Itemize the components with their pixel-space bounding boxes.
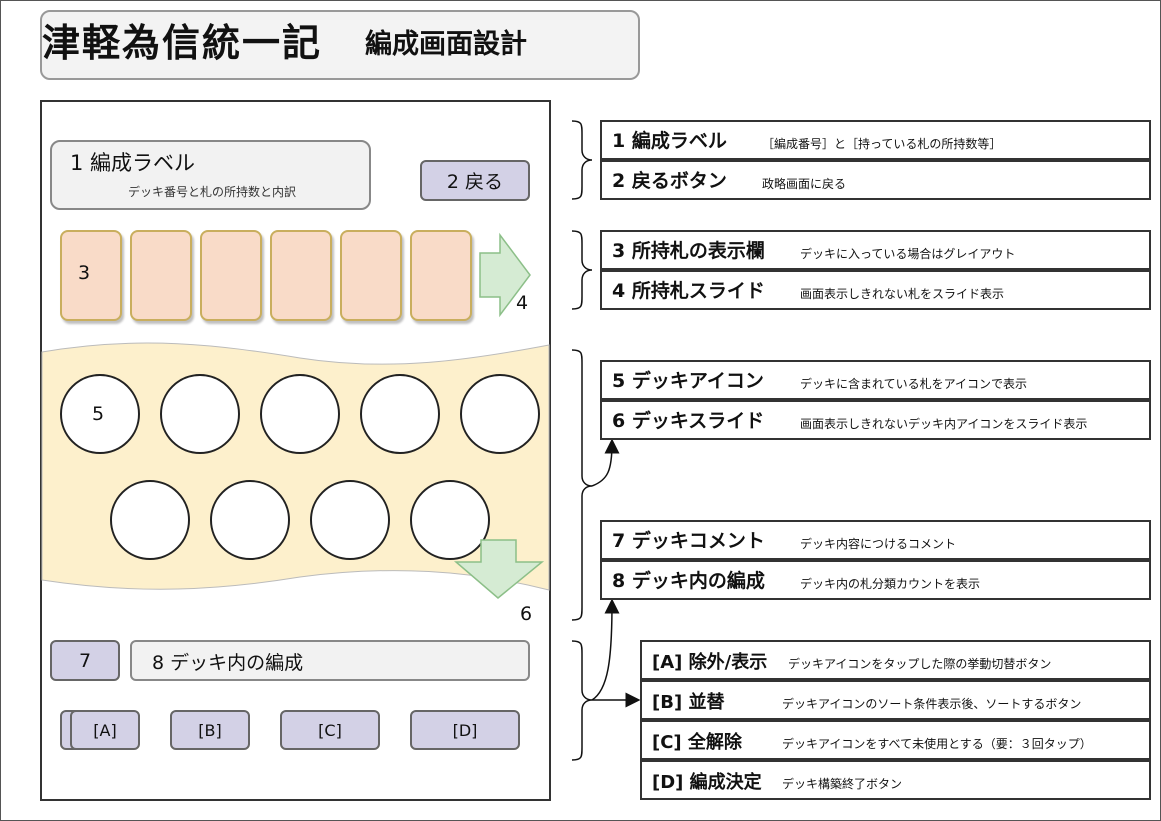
- action-row-d: [D] 編成決定 デッキ構築終了ボタン: [640, 760, 1151, 800]
- legend-desc: デッキ内容につけるコメント: [800, 537, 957, 551]
- page-subtitle: 編成画面設計: [365, 29, 527, 60]
- icons-marker: 5: [92, 403, 105, 425]
- icons-arrow-marker: 6: [520, 603, 533, 625]
- legend-title: 2 戻るボタン: [612, 170, 727, 192]
- deck-formation-label: 8 デッキ内の編成: [152, 652, 304, 674]
- page-title: 津軽為信統一記: [42, 21, 323, 65]
- card-slot[interactable]: [410, 230, 472, 321]
- deck-icon[interactable]: [310, 480, 390, 560]
- legend-row-6: 6 デッキスライド 画面表示しきれないデッキ内アイコンをスライド表示: [600, 400, 1151, 440]
- legend-title: 5 デッキアイコン: [612, 370, 764, 392]
- deck-comment-button[interactable]: 7: [50, 640, 120, 681]
- deck-icon[interactable]: [60, 374, 140, 454]
- back-button[interactable]: 2 戻る: [420, 160, 530, 201]
- legend-row-2: 2 戻るボタン 政略画面に戻る: [600, 160, 1151, 200]
- legend-title: 8 デッキ内の編成: [612, 570, 765, 592]
- deck-formation-bar: [130, 640, 530, 681]
- legend-desc: デッキ内の札分類カウントを表示: [800, 577, 981, 591]
- confirm-formation-button[interactable]: [D]: [410, 710, 520, 750]
- deck-icon[interactable]: [460, 374, 540, 454]
- action-row-a: [A] 除外/表示 デッキアイコンをタップした際の挙動切替ボタン: [640, 640, 1151, 680]
- formation-label-box: [50, 140, 371, 210]
- legend-row-1: 1 編成ラベル ［編成番号］と［持っている札の所持数等］: [600, 120, 1151, 160]
- cards-marker: 3: [78, 262, 91, 284]
- deck-slide-arrow-icon: [453, 539, 545, 599]
- action-row-b: [B] 並替 デッキアイコンのソート条件表示後、ソートするボタン: [640, 680, 1151, 720]
- legend-row-3: 3 所持札の表示欄 デッキに入っている場合はグレイアウト: [600, 230, 1151, 270]
- formation-label-title: 1 編成ラベル: [70, 151, 196, 175]
- legend-title: 3 所持札の表示欄: [612, 240, 765, 262]
- deck-icon[interactable]: [260, 374, 340, 454]
- cards-arrow-marker: 4: [516, 292, 529, 314]
- legend-row-7: 7 デッキコメント デッキ内容につけるコメント: [600, 520, 1151, 560]
- action-desc: デッキ構築終了ボタン: [782, 777, 903, 791]
- deck-icon[interactable]: [410, 480, 490, 560]
- action-title: [C] 全解除: [652, 732, 742, 753]
- legend-desc: デッキに含まれている札をアイコンで表示: [800, 377, 1028, 391]
- deck-icon[interactable]: [110, 480, 190, 560]
- legend-row-8: 8 デッキ内の編成 デッキ内の札分類カウントを表示: [600, 560, 1151, 600]
- card-slot[interactable]: [340, 230, 402, 321]
- deck-icon[interactable]: [210, 480, 290, 560]
- sort-button[interactable]: [B]: [170, 710, 250, 750]
- action-desc: デッキアイコンのソート条件表示後、ソートするボタン: [782, 697, 1082, 711]
- action-title: [D] 編成決定: [652, 772, 762, 793]
- legend-row-5: 5 デッキアイコン デッキに含まれている札をアイコンで表示: [600, 360, 1151, 400]
- action-title: [A] 除外/表示: [652, 652, 768, 673]
- action-desc: デッキアイコンをすべて未使用とする（要：３回タップ）: [782, 737, 1092, 751]
- deck-icon[interactable]: [160, 374, 240, 454]
- legend-title: 7 デッキコメント: [612, 530, 765, 552]
- toggle-exclude-button[interactable]: [A]: [70, 710, 140, 750]
- card-slot[interactable]: [60, 230, 122, 321]
- legend-desc: 画面表示しきれない札をスライド表示: [800, 287, 1005, 301]
- legend-desc: デッキに入っている場合はグレイアウト: [800, 247, 1016, 261]
- action-title: [B] 並替: [652, 692, 725, 713]
- legend-row-4: 4 所持札スライド 画面表示しきれない札をスライド表示: [600, 270, 1151, 310]
- legend-desc: ［編成番号］と［持っている札の所持数等］: [762, 137, 1002, 151]
- legend-title: 4 所持札スライド: [612, 280, 765, 302]
- card-slide-arrow-icon: [479, 232, 531, 318]
- legend-title: 6 デッキスライド: [612, 410, 765, 432]
- clear-all-button[interactable]: [C]: [280, 710, 380, 750]
- card-slot[interactable]: [270, 230, 332, 321]
- legend-desc: 画面表示しきれないデッキ内アイコンをスライド表示: [800, 417, 1088, 431]
- title-box: [40, 10, 640, 80]
- card-slot[interactable]: [200, 230, 262, 321]
- card-slot[interactable]: [130, 230, 192, 321]
- formation-label-sub: デッキ番号と札の所持数と内訳: [128, 185, 297, 199]
- legend-desc: 政略画面に戻る: [762, 177, 847, 191]
- action-row-c: [C] 全解除 デッキアイコンをすべて未使用とする（要：３回タップ）: [640, 720, 1151, 760]
- legend-title: 1 編成ラベル: [612, 130, 727, 152]
- deck-icon[interactable]: [360, 374, 440, 454]
- action-desc: デッキアイコンをタップした際の挙動切替ボタン: [788, 657, 1052, 671]
